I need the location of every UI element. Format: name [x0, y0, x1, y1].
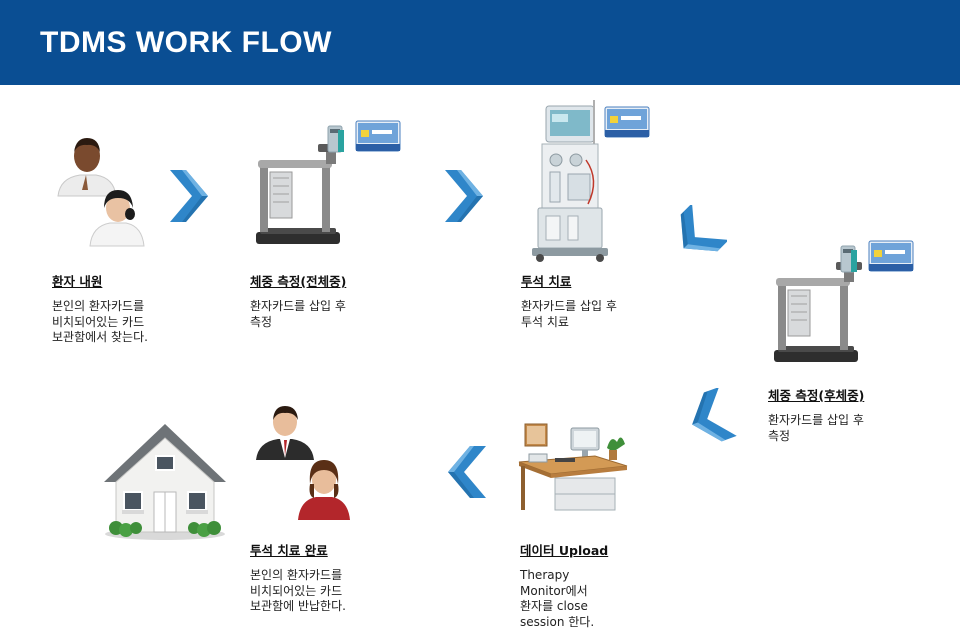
step-line: 환자를 close	[520, 599, 588, 613]
step-line: 측정	[250, 314, 273, 329]
step-title: 투석 치료	[521, 274, 572, 289]
flow-arrow-icon	[168, 168, 212, 224]
step-line: 보관함에 반납한다.	[250, 599, 346, 613]
step-line: session 한다.	[520, 614, 595, 629]
step-description: 환자카드를 삽입 후 측정	[250, 299, 346, 330]
step-line: 비치되어있는 카드	[250, 583, 343, 598]
step-line: 본인의 환자카드를	[52, 299, 145, 313]
page-title: TDMS WORK FLOW	[40, 26, 332, 59]
page-header: TDMS WORK FLOW	[0, 0, 960, 85]
weight-scale-icon	[768, 260, 868, 365]
flow-arrow-icon	[443, 168, 487, 224]
business-people-icon	[252, 400, 352, 525]
step-title: 환자 내원	[52, 274, 103, 289]
step-treatment-complete: 투석 치료 완료 본인의 환자카드를 비치되어있는 카드 보관함에 반납한다.	[250, 540, 346, 615]
step-title: 데이터 Upload	[520, 543, 609, 558]
office-desk-icon	[515, 418, 630, 520]
step-line: 환자카드를 삽입 후	[521, 299, 617, 313]
step-line: 비치되어있는 카드	[52, 314, 145, 329]
house-icon	[102, 420, 228, 542]
step-description: 환자카드를 삽입 후 측정	[768, 413, 864, 444]
flow-arrow-icon	[680, 388, 740, 448]
step-description: 환자카드를 삽입 후 투석 치료	[521, 299, 617, 330]
step-weight-pre: 체중 측정(전체중) 환자카드를 삽입 후 측정	[250, 271, 346, 330]
dialysis-machine-icon	[528, 100, 610, 263]
step-description: Therapy Monitor에서 환자를 close session 한다.	[520, 568, 608, 630]
flow-arrow-icon	[667, 205, 727, 265]
card-reader-icon	[840, 245, 860, 275]
doctor-nurse-icon	[50, 128, 150, 253]
step-title: 체중 측정(전체중)	[250, 274, 347, 289]
step-patient-visit: 환자 내원 본인의 환자카드를 비치되어있는 카드 보관함에서 찾는다.	[52, 271, 148, 346]
step-line: 보관함에서 찾는다.	[52, 330, 148, 344]
step-description: 본인의 환자카드를 비치되어있는 카드 보관함에서 찾는다.	[52, 299, 148, 346]
step-weight-post: 체중 측정(후체중) 환자카드를 삽입 후 측정	[768, 385, 864, 444]
step-line: Monitor에서	[520, 583, 588, 598]
step-line: 투석 치료	[521, 314, 569, 329]
card-reader-icon	[327, 125, 347, 155]
patient-card-icon	[355, 120, 402, 153]
step-line: 환자카드를 삽입 후	[250, 299, 346, 313]
flow-arrow-icon	[444, 444, 488, 500]
step-data-upload: 데이터 Upload Therapy Monitor에서 환자를 close s…	[520, 540, 608, 630]
step-line: 측정	[768, 428, 791, 443]
step-line: 환자카드를 삽입 후	[768, 413, 864, 427]
step-description: 본인의 환자카드를 비치되어있는 카드 보관함에 반납한다.	[250, 568, 346, 615]
step-line: Therapy	[520, 568, 570, 582]
weight-scale-icon	[250, 142, 350, 247]
patient-card-icon	[604, 106, 651, 139]
step-dialysis: 투석 치료 환자카드를 삽입 후 투석 치료	[521, 271, 617, 330]
step-title: 투석 치료 완료	[250, 543, 328, 558]
step-title: 체중 측정(후체중)	[768, 388, 865, 403]
patient-card-icon	[868, 240, 915, 273]
step-line: 본인의 환자카드를	[250, 568, 343, 582]
